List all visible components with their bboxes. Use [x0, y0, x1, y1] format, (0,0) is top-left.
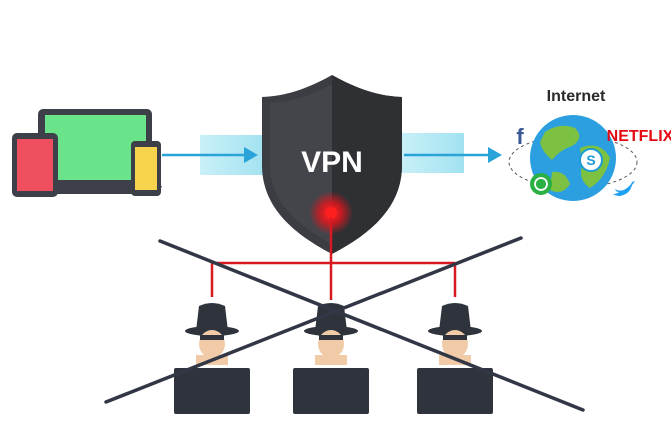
- whatsapp-icon: [530, 173, 552, 195]
- internet-label: Internet: [547, 88, 606, 105]
- phone-icon: [131, 141, 161, 196]
- facebook-icon: f: [516, 124, 524, 149]
- laptop-icon: [28, 109, 162, 194]
- vpn-shield: VPN: [262, 75, 402, 254]
- devices-group: [12, 109, 162, 197]
- blocked-cross: [104, 236, 585, 412]
- skype-icon: S: [579, 148, 603, 172]
- twitter-icon: [613, 181, 635, 196]
- hacker-middle: [293, 303, 369, 414]
- tablet-icon: [12, 133, 58, 197]
- internet-globe: Internet f NETFLIX S: [508, 88, 671, 201]
- svg-text:S: S: [586, 152, 595, 168]
- hacker-connections: [210, 218, 457, 300]
- vpn-label: VPN: [301, 146, 363, 179]
- breach-point: [325, 207, 337, 219]
- right-tunnel: [400, 133, 464, 173]
- netflix-icon: NETFLIX: [607, 128, 671, 145]
- right-arrow: [404, 147, 502, 163]
- left-arrow: [162, 147, 258, 163]
